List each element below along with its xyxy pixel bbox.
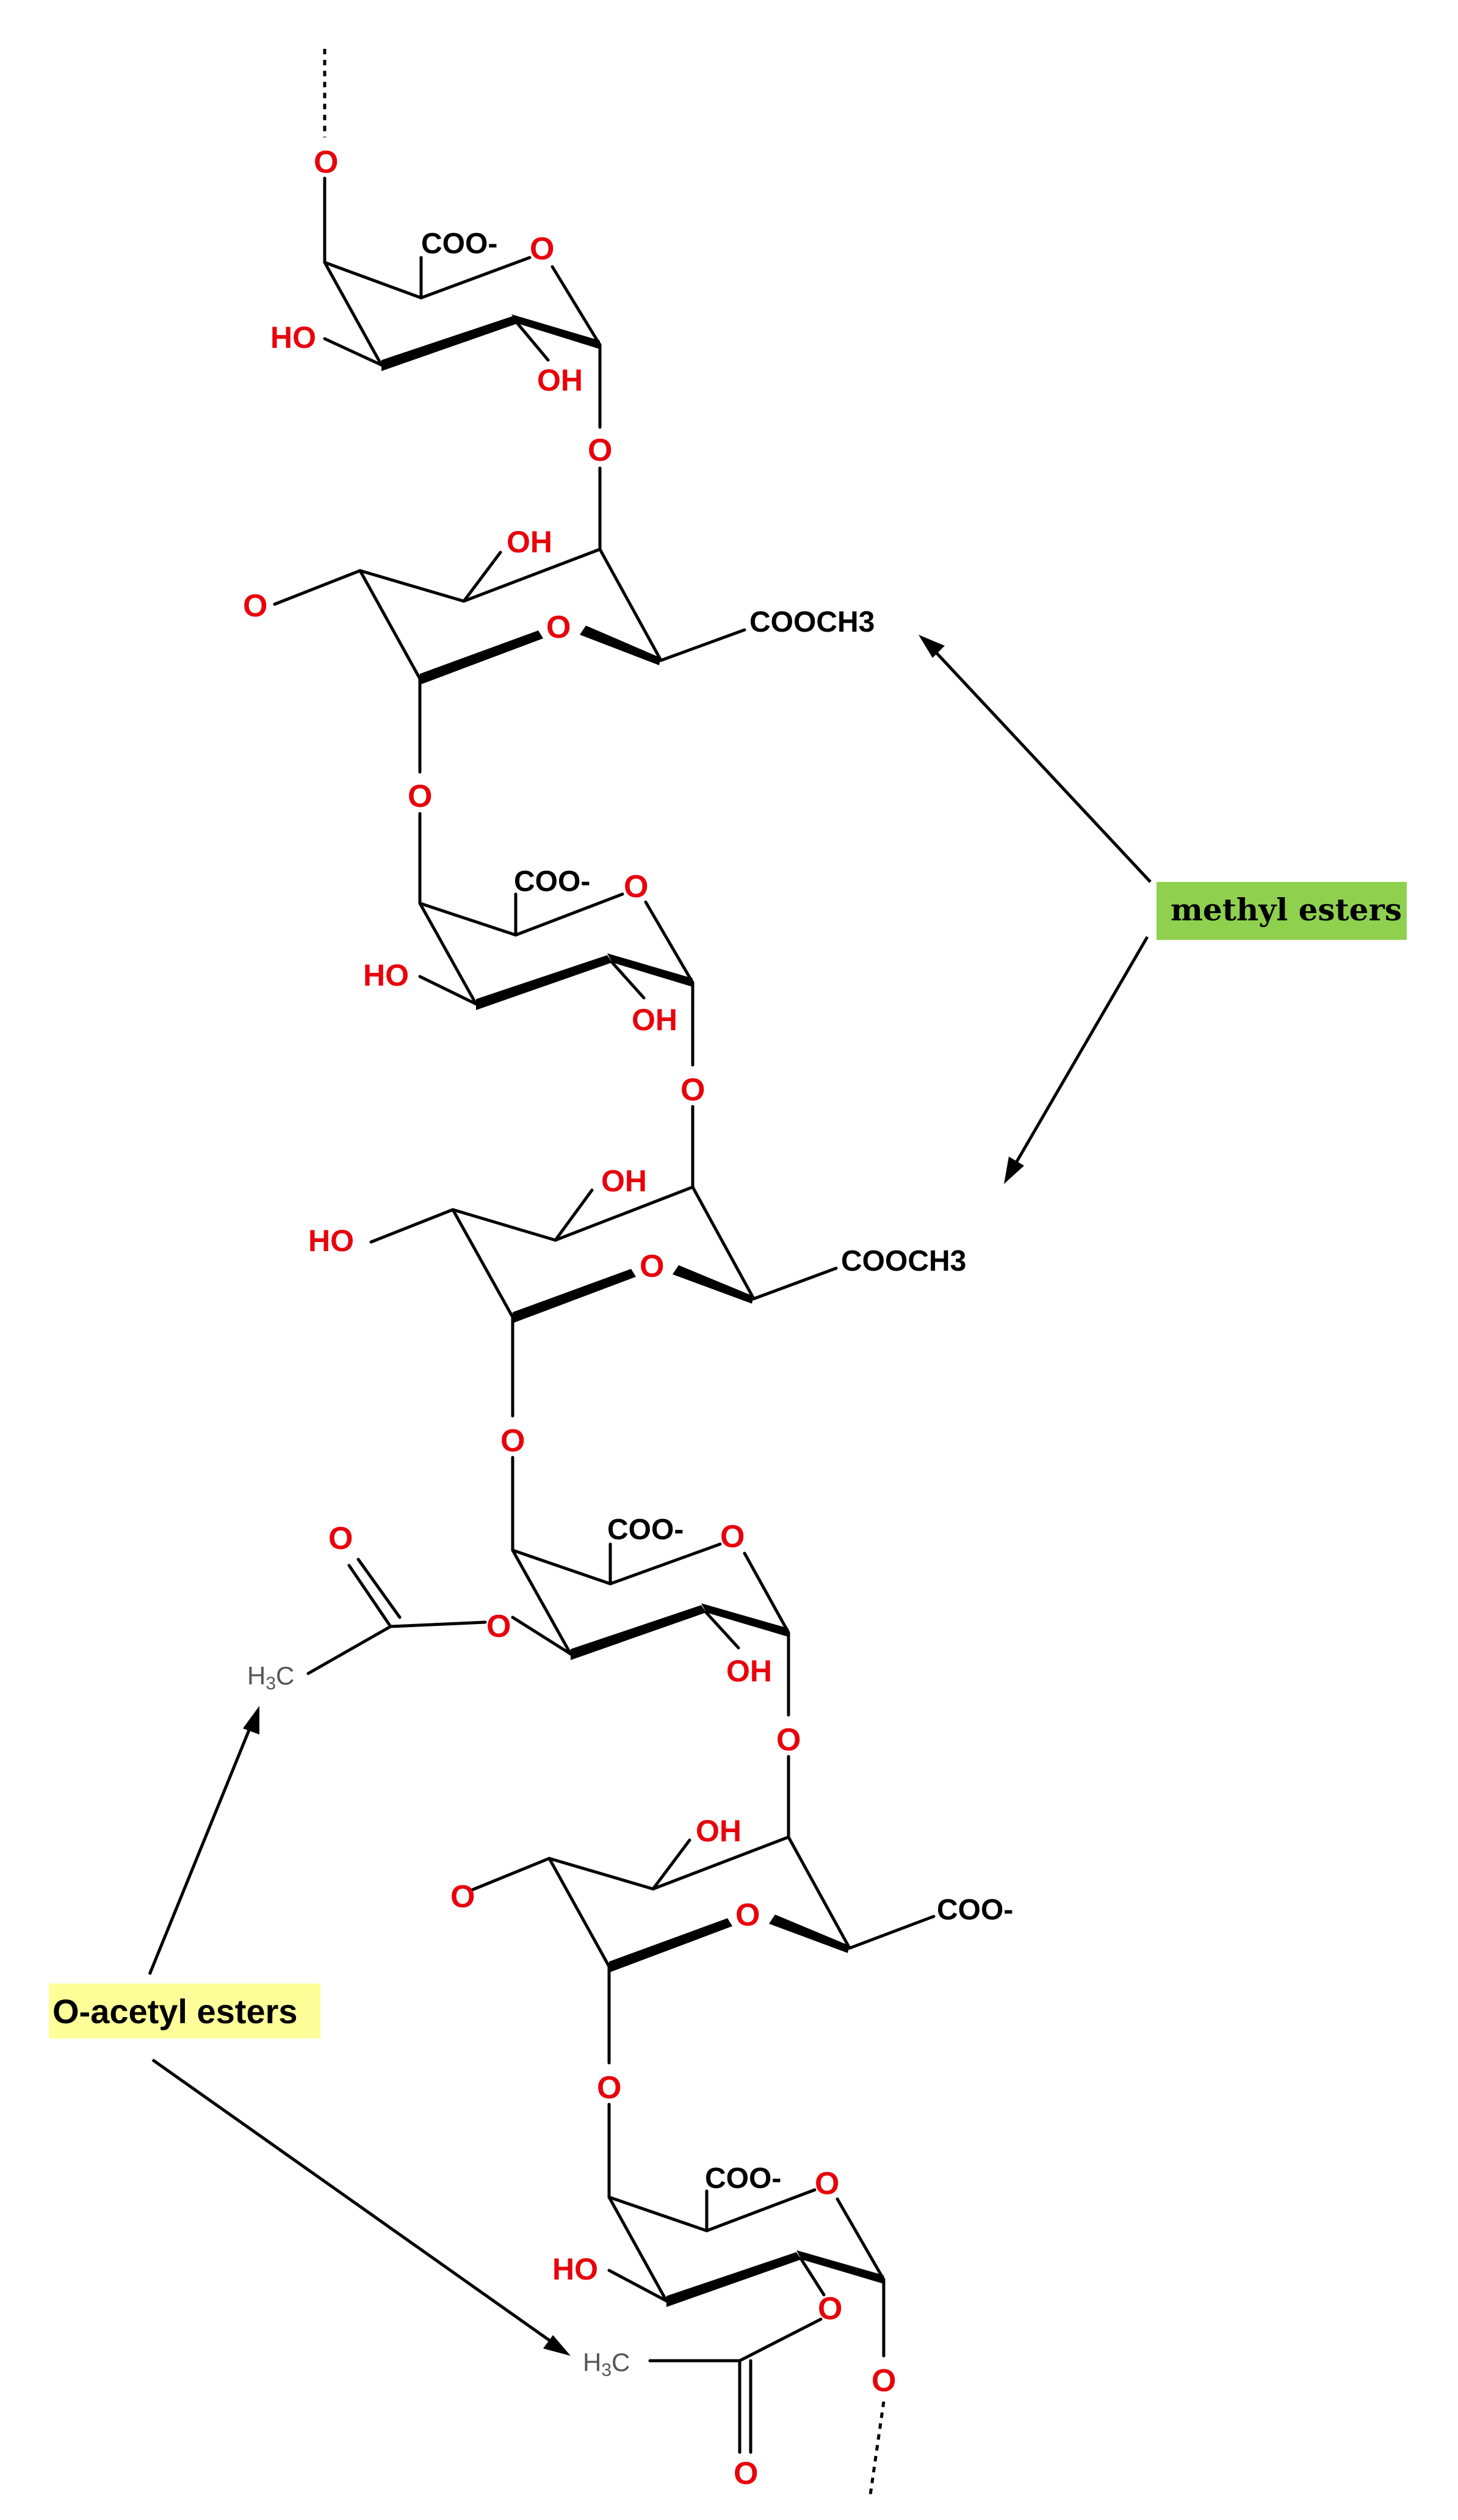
carbonyl-oxygen: O xyxy=(734,2456,758,2491)
methyl-ester-label: COOCH3 xyxy=(749,606,875,638)
ester-oxygen: O xyxy=(486,1609,511,1644)
carboxylate-label: COO- xyxy=(705,2162,781,2195)
methyl-esters-label: methyl esters xyxy=(1171,892,1402,928)
ring-oxygen: O xyxy=(546,610,571,645)
linkage-oxygen: O xyxy=(597,2070,621,2106)
ring-oxygen: O xyxy=(640,1249,664,1284)
substituent-oxygen: O xyxy=(243,588,267,624)
arrow-to-acetyl-1 xyxy=(148,1727,252,1975)
hydroxyl-label: OH xyxy=(632,1003,677,1037)
substituent-oxygen: O xyxy=(450,1879,475,1915)
hydroxyl-label: OH xyxy=(601,1164,647,1198)
unit-7: COO- O HO O O H3C xyxy=(552,2162,886,2491)
hydroxyl-label: HO xyxy=(308,1224,354,1258)
unit-6: O COO- OH O xyxy=(450,1814,1013,1973)
arrowhead xyxy=(243,1706,259,1735)
linkage-oxygen: O xyxy=(314,145,338,180)
carboxylate-label: COO- xyxy=(607,1514,684,1546)
linkage-oxygen: O xyxy=(776,1722,801,1758)
unit-2: O COOCH3 OH O xyxy=(243,525,875,685)
unit-5: COO- O OH O O H3C xyxy=(247,1514,790,1694)
hydroxyl-label: HO xyxy=(363,958,409,992)
methyl-group-label: H3C xyxy=(583,2348,630,2380)
methyl-esters-callout: methyl esters xyxy=(918,635,1407,1184)
arrow-to-methyl-ester-1 xyxy=(933,649,1152,883)
hydroxyl-label: HO xyxy=(552,2252,598,2286)
methyl-group-label: H3C xyxy=(247,1661,294,1694)
arrow-to-methyl-ester-2 xyxy=(1014,936,1149,1164)
arrowhead xyxy=(1004,1157,1024,1184)
arrowhead xyxy=(543,2335,571,2356)
arrow-to-acetyl-2 xyxy=(151,2058,554,2344)
methyl-esters-label-background xyxy=(1157,882,1407,940)
ring-oxygen: O xyxy=(815,2166,839,2201)
o-acetyl-esters-label-background xyxy=(49,1984,320,2038)
o-acetyl-esters-label: O-acetyl esters xyxy=(52,1992,298,2031)
ester-oxygen: O xyxy=(818,2291,842,2327)
carboxylate-label: COO- xyxy=(514,865,590,898)
ring-oxygen: O xyxy=(624,869,648,904)
hydroxyl-label: OH xyxy=(537,363,583,397)
unit-1: COO- O HO OH xyxy=(270,228,602,397)
hydroxyl-label: OH xyxy=(696,1814,742,1848)
arrowhead xyxy=(918,635,945,658)
ring-oxygen: O xyxy=(530,231,554,267)
ring-oxygen: O xyxy=(720,1519,745,1554)
linkage-oxygen: O xyxy=(872,2363,896,2399)
ring-oxygen: O xyxy=(735,1897,760,1933)
linkage-oxygen: O xyxy=(500,1423,525,1459)
linkage-oxygen: O xyxy=(588,433,612,468)
unit-3: COO- O HO OH xyxy=(363,865,695,1037)
hydroxyl-label: OH xyxy=(507,525,552,559)
hydroxyl-label: OH xyxy=(726,1654,772,1688)
hydroxyl-label: HO xyxy=(270,320,316,355)
methyl-ester-label: COOCH3 xyxy=(841,1245,966,1277)
o-acetyl-esters-callout: O-acetyl esters xyxy=(49,1706,571,2356)
chain-continuation-bottom xyxy=(868,2401,886,2500)
unit-4: O COOCH3 OH HO xyxy=(308,1164,966,1323)
carboxylate-label: COO- xyxy=(421,228,497,260)
linkage-oxygen: O xyxy=(408,779,432,814)
linkage-oxygen: O xyxy=(680,1072,705,1108)
carboxylate-label: COO- xyxy=(937,1894,1013,1926)
carbonyl-oxygen: O xyxy=(328,1521,353,1556)
